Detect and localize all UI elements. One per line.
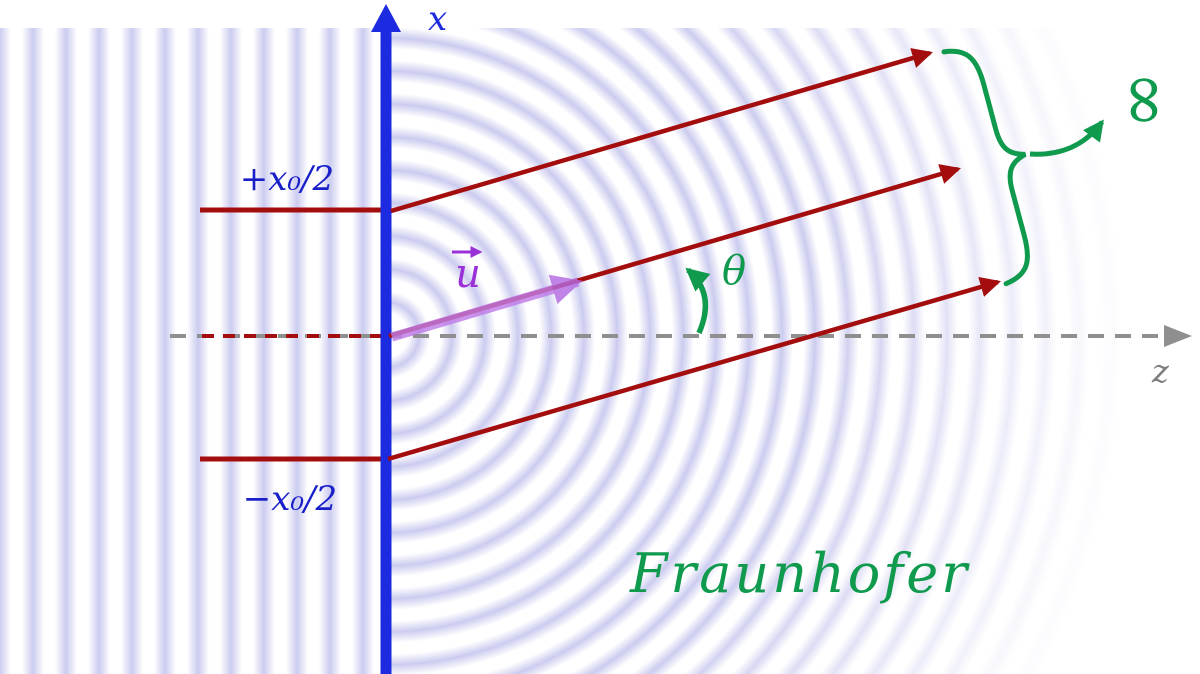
x-axis-arrowhead	[371, 4, 401, 32]
infinity-arrow	[1029, 119, 1105, 157]
theta-label: θ	[722, 248, 746, 294]
plane-wave-background	[0, 28, 386, 674]
fraunhofer-label: Fraunhofer	[629, 542, 970, 605]
u-vector-arrow	[390, 274, 583, 342]
z-axis-label: z	[1151, 352, 1170, 390]
u-vector-label: u	[455, 251, 481, 297]
z-axis-arrowhead	[1164, 325, 1192, 347]
ray-top	[390, 48, 933, 214]
infinity-brace	[941, 48, 1030, 287]
slit-top-label: +x₀/2	[240, 159, 334, 199]
slit-bottom-label: −x₀/2	[243, 479, 337, 519]
theta-angle-arc	[685, 267, 711, 335]
ray-bottom	[387, 276, 1001, 462]
infinity-symbol: ∞	[1106, 71, 1188, 129]
x-axis-label: x	[428, 0, 447, 39]
diffracted-wave-background	[386, 28, 1200, 674]
